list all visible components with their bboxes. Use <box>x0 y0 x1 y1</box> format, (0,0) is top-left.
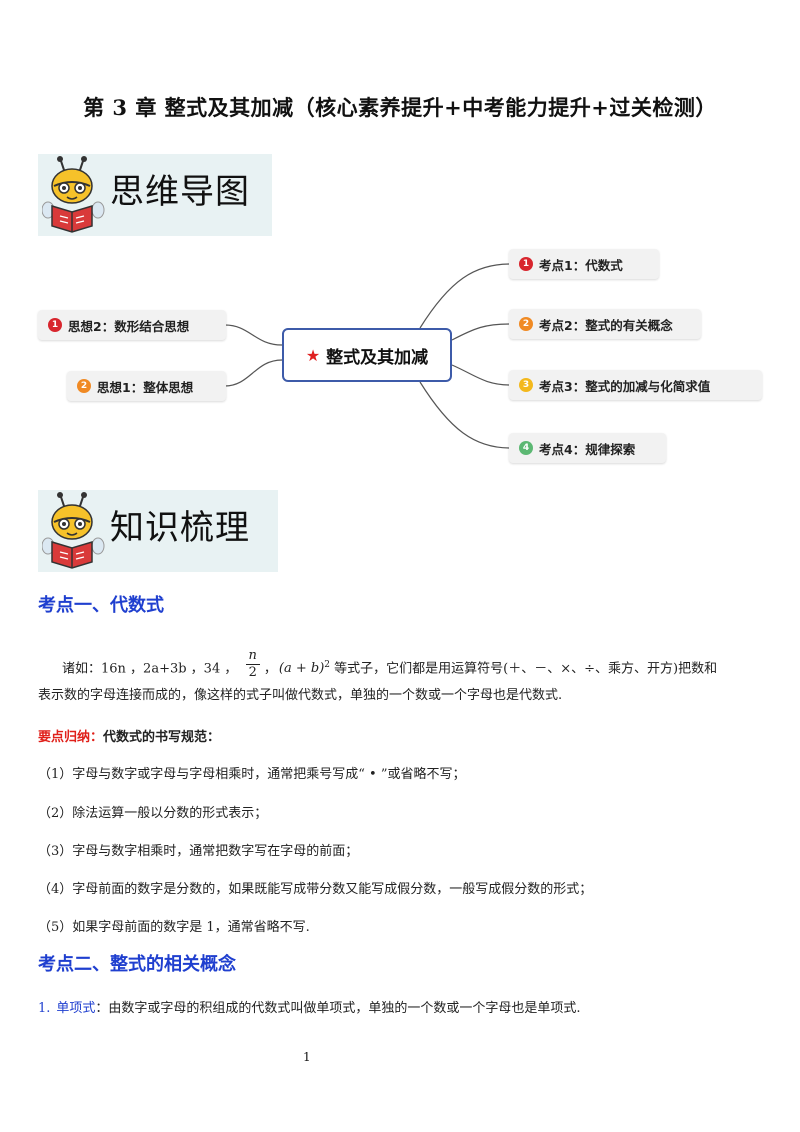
mindmap-node-idea1[interactable]: 2 思想1：整体思想 <box>67 371 226 401</box>
center-node-label: 整式及其加减 <box>326 347 429 368</box>
section1-heading: 考点一、代数式 <box>38 595 164 616</box>
rule-item-3: （3）字母与数字相乘时，通常把数字写在字母的前面； <box>38 844 359 859</box>
power-expression: (a + b) <box>278 661 325 677</box>
node-label: 考点1：代数式 <box>539 257 623 273</box>
star-icon: ★ <box>305 345 321 365</box>
rule-item-4: （4）字母前面的数字是分数的，如果既能写成带分数又能写成假分数，一般写成假分数的… <box>38 882 593 897</box>
bee-reading-icon <box>42 156 105 233</box>
item-number: 1. <box>38 1001 51 1016</box>
section1-intro-line1: 诸如：16n ，2a+3b ，34 ， n 2 ，(a + b)2 等式子，它们… <box>62 648 718 681</box>
number-badge-icon: 2 <box>77 379 91 393</box>
banner-knowledge-text: 知识梳理 <box>110 508 250 548</box>
node-label: 考点3：整式的加减与化简求值 <box>539 378 711 394</box>
fraction: n 2 <box>245 648 260 681</box>
mindmap-connectors <box>224 263 511 449</box>
number-badge-icon: 1 <box>48 318 62 332</box>
page-title: 第 3 章 整式及其加减（核心素养提升+中考能力提升+过关检测） <box>83 95 717 120</box>
node-label: 思想2：数形结合思想 <box>68 318 190 334</box>
mindmap-node-point3[interactable]: 3 考点3：整式的加减与化简求值 <box>509 370 762 400</box>
rule-item-5: （5）如果字母前面的数字是 1，通常省略不写. <box>38 920 310 935</box>
term-definition: ：由数字或字母的积组成的代数式叫做单项式，单独的一个数或一个字母也是单项式. <box>95 1001 581 1016</box>
node-label: 考点4：规律探索 <box>539 441 636 457</box>
key-points-line: 要点归纳：代数式的书写规范： <box>38 726 220 745</box>
section2-item-1: 1. 单项式：由数字或字母的积组成的代数式叫做单项式，单独的一个数或一个字母也是单… <box>38 997 581 1016</box>
key-points-text: 代数式的书写规范： <box>103 730 221 745</box>
intro-prefix: 诸如：16n ，2a+3b ，34 ， <box>62 661 238 677</box>
banner-knowledge: 知识梳理 <box>38 490 278 572</box>
number-badge-icon: 2 <box>519 317 533 331</box>
term-monomial: 单项式 <box>56 1001 96 1016</box>
intro-suffix: 等式子，它们都是用运算符号(＋、－、×、÷、乘方、开方)把数和 <box>334 661 718 677</box>
fraction-numerator: n <box>245 648 260 666</box>
mindmap-node-point2[interactable]: 2 考点2：整式的有关概念 <box>509 309 701 339</box>
mindmap-node-point1[interactable]: 1 考点1：代数式 <box>509 249 659 279</box>
banner-mindmap: 思维导图 <box>38 154 272 236</box>
number-badge-icon: 3 <box>519 378 533 392</box>
number-badge-icon: 1 <box>519 257 533 271</box>
key-points-label: 要点归纳： <box>38 730 104 745</box>
rule-item-1: （1）字母与数字或字母与字母相乘时，通常把乘号写成“ • ”或省略不写； <box>38 767 466 782</box>
mindmap-node-idea2[interactable]: 1 思想2：数形结合思想 <box>38 310 226 340</box>
power-exponent: 2 <box>324 660 331 670</box>
mindmap-node-point4[interactable]: 4 考点4：规律探索 <box>509 433 666 463</box>
rule-item-2: （2）除法运算一般以分数的形式表示； <box>38 806 268 821</box>
bee-reading-icon <box>42 492 105 569</box>
number-badge-icon: 4 <box>519 441 533 455</box>
mindmap-center-node[interactable]: ★ 整式及其加减 <box>282 328 452 382</box>
section2-heading: 考点二、整式的相关概念 <box>38 954 236 975</box>
node-label: 思想1：整体思想 <box>97 379 194 395</box>
banner-mindmap-text: 思维导图 <box>110 172 250 212</box>
node-label: 考点2：整式的有关概念 <box>539 317 673 333</box>
page-number: 1 <box>303 1050 311 1064</box>
section1-intro-line2: 表示数的字母连接而成的，像这样的式子叫做代数式，单独的一个数或一个字母也是代数式… <box>38 688 563 703</box>
fraction-denominator: 2 <box>248 665 257 681</box>
